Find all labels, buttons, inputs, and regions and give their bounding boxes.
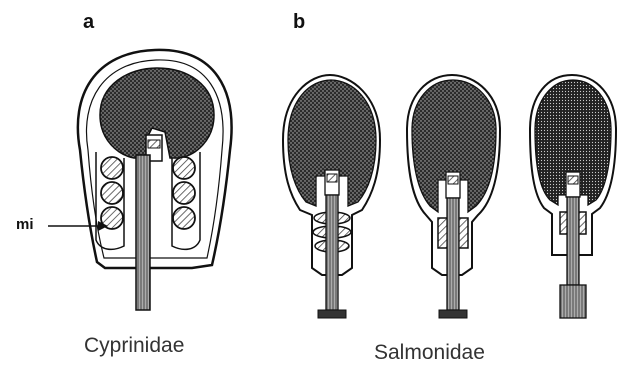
caption-cyprinidae: Cyprinidae: [84, 334, 184, 358]
flagellum: [136, 155, 150, 310]
flagellum: [326, 195, 338, 310]
cyprinidae-sperm: [48, 50, 232, 310]
caption-salmonidae: Salmonidae: [374, 341, 485, 365]
panel-b-label: b: [293, 11, 305, 34]
salmonidae-sperm-3: [530, 75, 616, 318]
flagellum: [447, 198, 459, 310]
mitochondria-left: [101, 157, 123, 229]
salmonidae-sperm-2: [407, 75, 500, 318]
panel-a-label: a: [83, 11, 94, 34]
salmonidae-sperm-1: [283, 75, 380, 318]
mitochondria-label: mi: [16, 216, 34, 233]
flagellum: [567, 197, 579, 285]
mitochondria-right: [173, 157, 195, 229]
